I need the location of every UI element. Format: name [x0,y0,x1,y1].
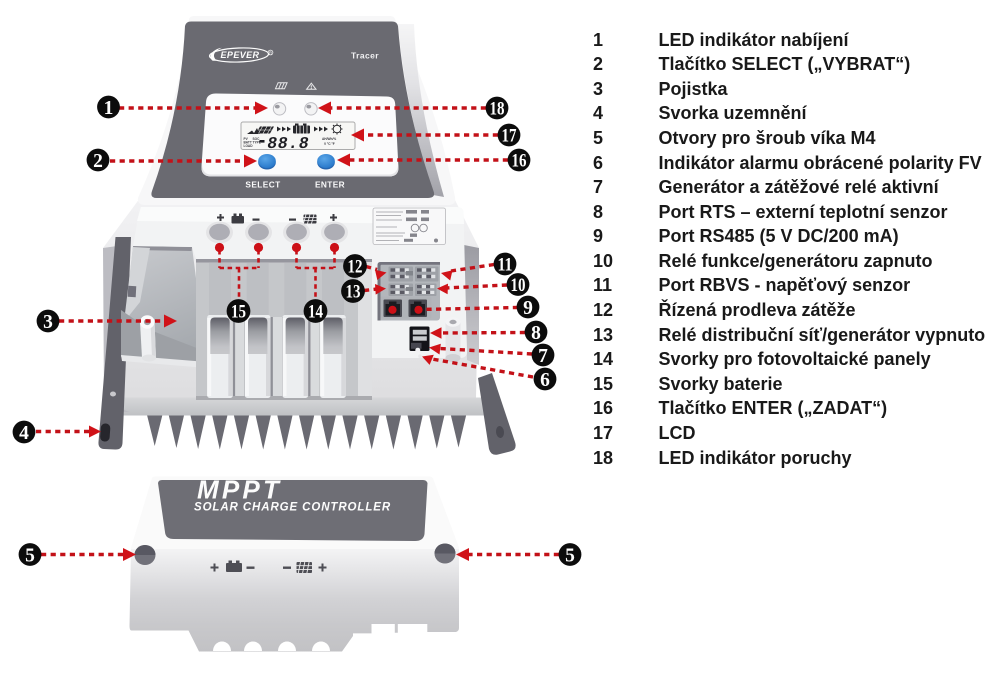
svg-text:ENTER: ENTER [315,180,345,190]
svg-text:5: 5 [565,545,575,566]
svg-text:14: 14 [308,303,323,323]
svg-text:12: 12 [348,258,363,278]
svg-text:17: 17 [502,126,517,147]
svg-text:LOAD: LOAD [244,144,254,148]
svg-text:18: 18 [490,99,505,120]
svg-text:15: 15 [231,303,246,323]
svg-text:88.8: 88.8 [266,134,311,153]
svg-text:SELECT: SELECT [245,180,280,190]
svg-text:MPPT: MPPT [197,475,282,505]
svg-text:3: 3 [43,312,53,333]
svg-text:8: 8 [531,323,541,344]
svg-text:TYPE: TYPE [253,141,261,145]
svg-text:SOLAR CHARGE CONTROLLER: SOLAR CHARGE CONTROLLER [194,502,391,514]
svg-text:11: 11 [498,255,513,276]
svg-text:AH/Wh/%: AH/Wh/% [322,137,336,141]
svg-text:4: 4 [19,423,29,444]
svg-text:V °C °F: V °C °F [324,142,335,146]
svg-text:R: R [269,50,272,55]
svg-text:SOC: SOC [253,137,261,141]
svg-text:BATT: BATT [244,141,252,145]
svg-text:16: 16 [512,151,527,172]
svg-text:9: 9 [523,298,533,319]
svg-text:5: 5 [25,545,35,566]
svg-text:10: 10 [511,275,526,296]
svg-text:6: 6 [540,370,550,391]
svg-text:Tracer: Tracer [351,51,379,61]
svg-text:7: 7 [538,346,548,367]
svg-text:EPEVER: EPEVER [221,50,260,60]
svg-text:PV: PV [244,137,249,141]
svg-text:1: 1 [104,98,114,119]
svg-text:2: 2 [93,151,103,172]
svg-text:13: 13 [346,283,361,303]
